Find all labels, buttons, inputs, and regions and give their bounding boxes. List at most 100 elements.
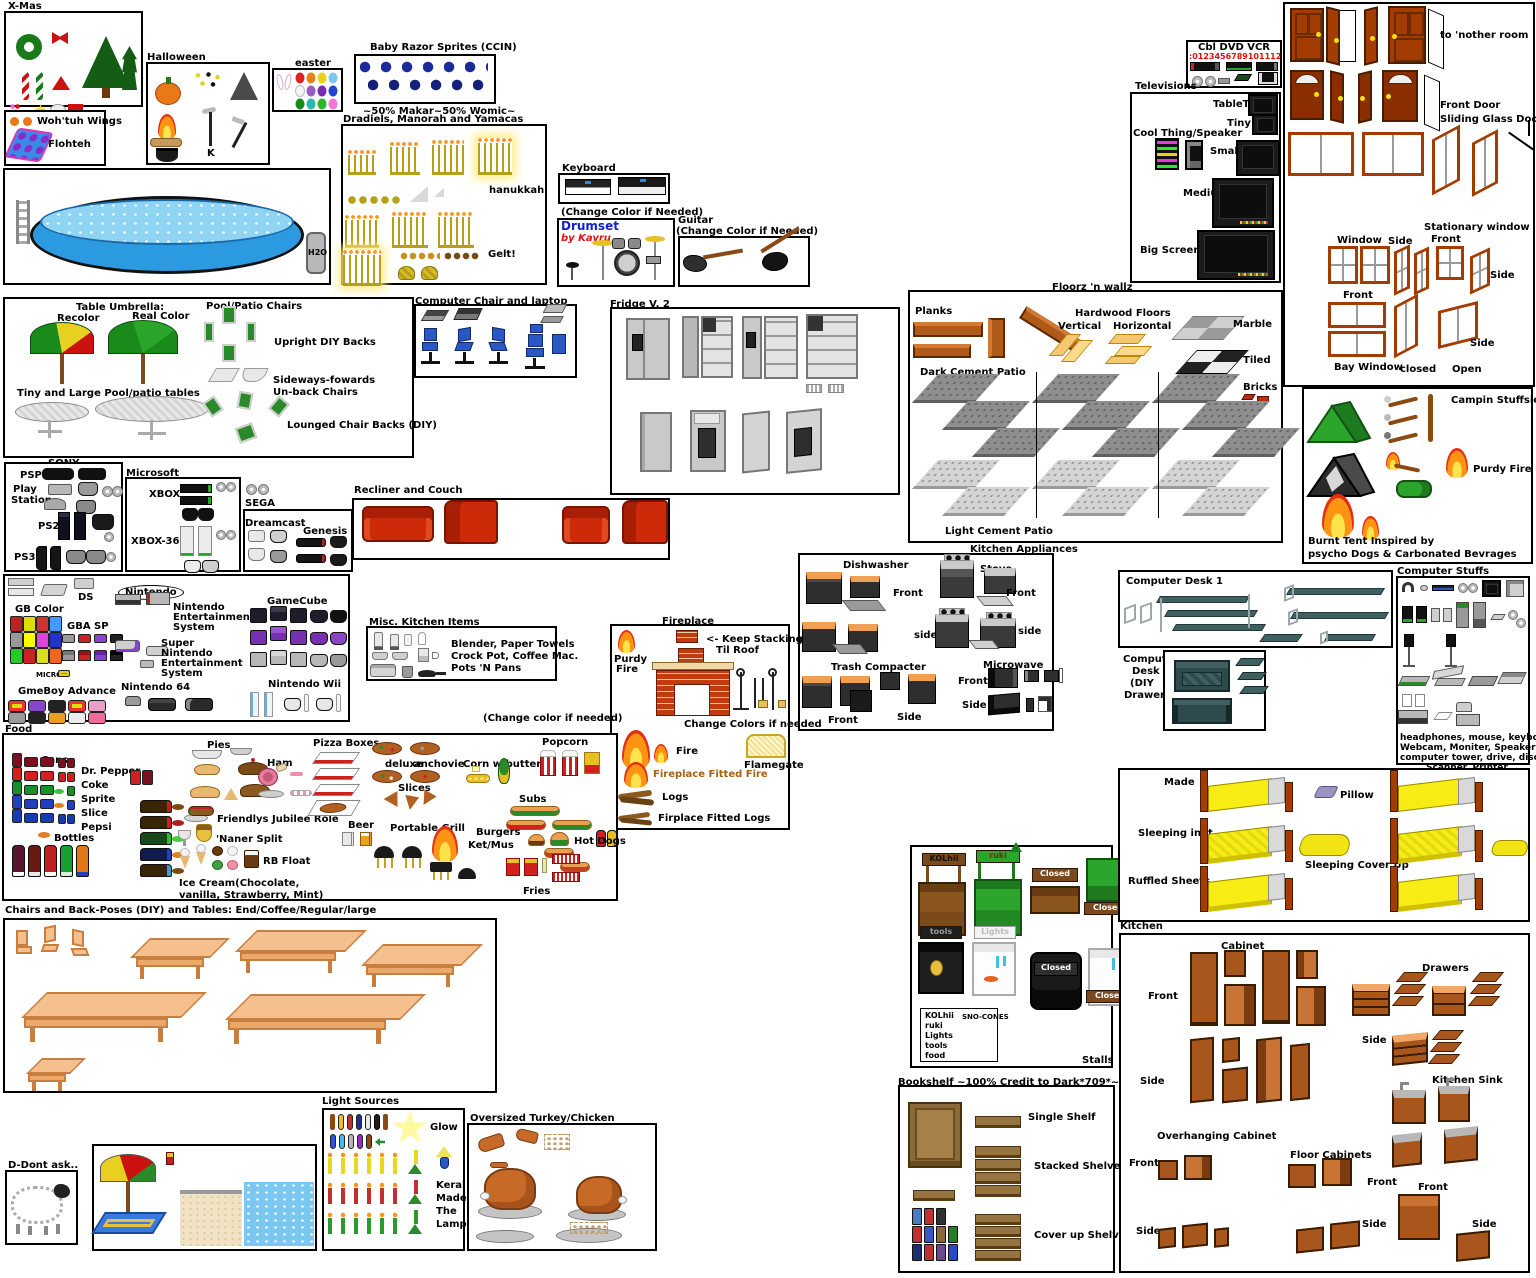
- stacked-shelf-icon: [975, 1146, 1021, 1158]
- fridge-dark-interior-icon: [698, 428, 716, 458]
- pointer-line: [1528, 120, 1530, 136]
- pie-tin-icon: [230, 748, 252, 755]
- bed-post: [1475, 782, 1483, 812]
- torch-icon: [357, 1134, 363, 1149]
- drive-unit-icon: [1467, 676, 1499, 686]
- cbl-digits: :0123456789101112: [1189, 52, 1282, 61]
- menorah-large-icon: [438, 212, 474, 248]
- xmas-tree-icon: [82, 36, 130, 88]
- yamaca-icon: [421, 266, 438, 280]
- fries-label: Fries: [523, 886, 551, 897]
- lights-sign: Lights: [974, 926, 1016, 939]
- made-label: Made: [1164, 777, 1195, 788]
- kolhii-sign: KOLhii: [922, 853, 966, 866]
- appliances-title: Kitchen Appliances: [970, 544, 1078, 555]
- cone-icon: [196, 852, 206, 865]
- stall-post: [978, 863, 981, 879]
- stalls-list-5: food: [925, 1051, 946, 1060]
- printer-icon: [1456, 714, 1480, 726]
- wii-classic-controller-icon: [284, 698, 301, 711]
- kitchen-cabinet-side-icon: [1456, 1230, 1490, 1262]
- pizza-deluxe-icon: [372, 742, 402, 755]
- xbox360-controller-icon: [202, 560, 219, 573]
- desk1-title: Computer Desk 1: [1126, 576, 1224, 587]
- fridge-vent-icon: [806, 384, 822, 393]
- candle-icon: [414, 1180, 418, 1194]
- bay-open-label: Open: [1452, 364, 1482, 375]
- bottle-icon: [44, 845, 57, 877]
- table-leg: [328, 961, 332, 973]
- food-note: (Change color if needed): [483, 713, 623, 724]
- stuffs-caption-1: headphones, mouse, keyboard,: [1400, 733, 1536, 743]
- speaker-icon: [1185, 140, 1203, 170]
- table-front: [136, 958, 204, 967]
- gamecube-icon: [290, 652, 307, 667]
- chair-post-icon: [497, 352, 500, 361]
- gamecube-controller-icon: [310, 632, 328, 645]
- marshmallow-icon: [1384, 432, 1391, 439]
- ps2-controller-icon: [92, 514, 114, 530]
- grill-icon: [402, 846, 422, 858]
- candle-row-yellow: [328, 1158, 406, 1174]
- overhanging-front-label: Front: [1129, 1158, 1159, 1169]
- mouse-icon: [1420, 585, 1428, 591]
- monitor-screen-icon: [1486, 584, 1498, 594]
- speaker-icon: [1431, 608, 1440, 622]
- chimney-brick-icon: [676, 630, 698, 643]
- scythe-pole-icon: [209, 112, 212, 146]
- halloween-title: Halloween: [147, 52, 206, 63]
- desk-slab-icon: [1259, 634, 1303, 642]
- cone-icon: [180, 856, 190, 869]
- desk-slab-icon: [1323, 634, 1377, 641]
- sliding-glass-door-label: Sliding Glass Door: [1440, 114, 1536, 125]
- tv-medium-label: Medium: [1183, 188, 1228, 199]
- pie-icon: [194, 764, 220, 775]
- can-icon: [12, 753, 22, 767]
- patio-table-large-icon: [95, 396, 209, 422]
- nes-label-2: Entertainment: [173, 612, 255, 623]
- bottle-icon: [60, 845, 73, 877]
- drumset-note: (Change Color if Needed): [561, 207, 704, 218]
- gba-icon: [48, 700, 66, 712]
- stalls-title: Stalls: [1082, 1055, 1114, 1066]
- drip-icon: [1112, 958, 1115, 970]
- ds-closed-icon: [74, 578, 94, 589]
- bottle-tipped-icon: [140, 800, 172, 813]
- leaf-icon: [1010, 842, 1022, 852]
- pizza-box-icon: [311, 784, 361, 796]
- gba-icon: [48, 712, 66, 724]
- gamecube-icon: [270, 606, 287, 621]
- cabinet-side-lower-icon: [1222, 1066, 1248, 1104]
- patio-chair-icon: [222, 306, 236, 324]
- drawer-chest-icon: [1432, 986, 1466, 1016]
- gba-sp-icon: [62, 634, 75, 643]
- gamecube-icon: [250, 652, 267, 667]
- menorah-glowing-icon: [343, 250, 381, 286]
- stacked-shelf-icon: [975, 1185, 1021, 1197]
- gameboy-icon: [49, 648, 62, 664]
- trash-side-icon: [880, 672, 900, 690]
- kitchen-title: Kitchen: [1120, 921, 1163, 932]
- ham-slice-icon: [290, 772, 303, 776]
- single-shelf-label: Single Shelf: [1028, 1112, 1096, 1123]
- torch-icon: [347, 1114, 353, 1130]
- patio-chair-icon: [246, 322, 256, 342]
- grill-leg-icon: [384, 858, 386, 868]
- purdy-fire-icon: [1446, 448, 1468, 478]
- can-small-icon: [67, 758, 75, 768]
- corn-husk-icon: [498, 758, 510, 784]
- computer-chair-title: Computer Chair and laptop: [415, 296, 568, 307]
- cable-box-icon: [1256, 62, 1278, 71]
- gamecube-icon: [270, 626, 287, 641]
- table-leg: [140, 967, 144, 979]
- n64-console-icon: [185, 698, 213, 711]
- to-nother-room-label: to 'nother room: [1440, 30, 1529, 41]
- tv-tabletop-label: TableTop: [1213, 99, 1263, 110]
- gamecube-controller-icon: [310, 610, 328, 623]
- genesis-label: Genesis: [303, 526, 348, 537]
- rb-float-icon: [244, 850, 259, 868]
- naner-split-icon: [196, 824, 212, 842]
- speaker-icon: [1402, 606, 1413, 623]
- microsoft-title: Microsoft: [126, 468, 180, 479]
- menorah-glowing-icon: [478, 138, 512, 175]
